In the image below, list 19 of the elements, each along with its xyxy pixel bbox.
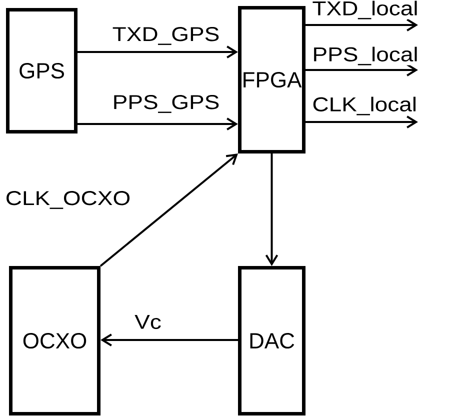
edge-label: CLK_OCXO (5, 191, 131, 209)
arrow (265, 154, 278, 266)
edge-label: PPS_local (312, 46, 418, 66)
edge-label: PPS_GPS (112, 95, 220, 113)
edge-label: Vc (134, 315, 162, 329)
block-box: GPS (6, 8, 78, 134)
arrow (78, 46, 238, 58)
block-box: DAC (238, 266, 306, 416)
arrow (306, 64, 418, 76)
arrow (78, 118, 238, 130)
edge-label: CLK_local (312, 96, 418, 116)
edge-label: TXD_GPS (112, 27, 220, 45)
block-box: OCXO (9, 266, 100, 416)
edge-label: TXD_local (312, 0, 418, 20)
arrow (306, 18, 418, 32)
arrow (306, 116, 418, 128)
arrow (100, 334, 238, 346)
arrow (100, 154, 238, 267)
block-box: FPGA (238, 6, 306, 154)
